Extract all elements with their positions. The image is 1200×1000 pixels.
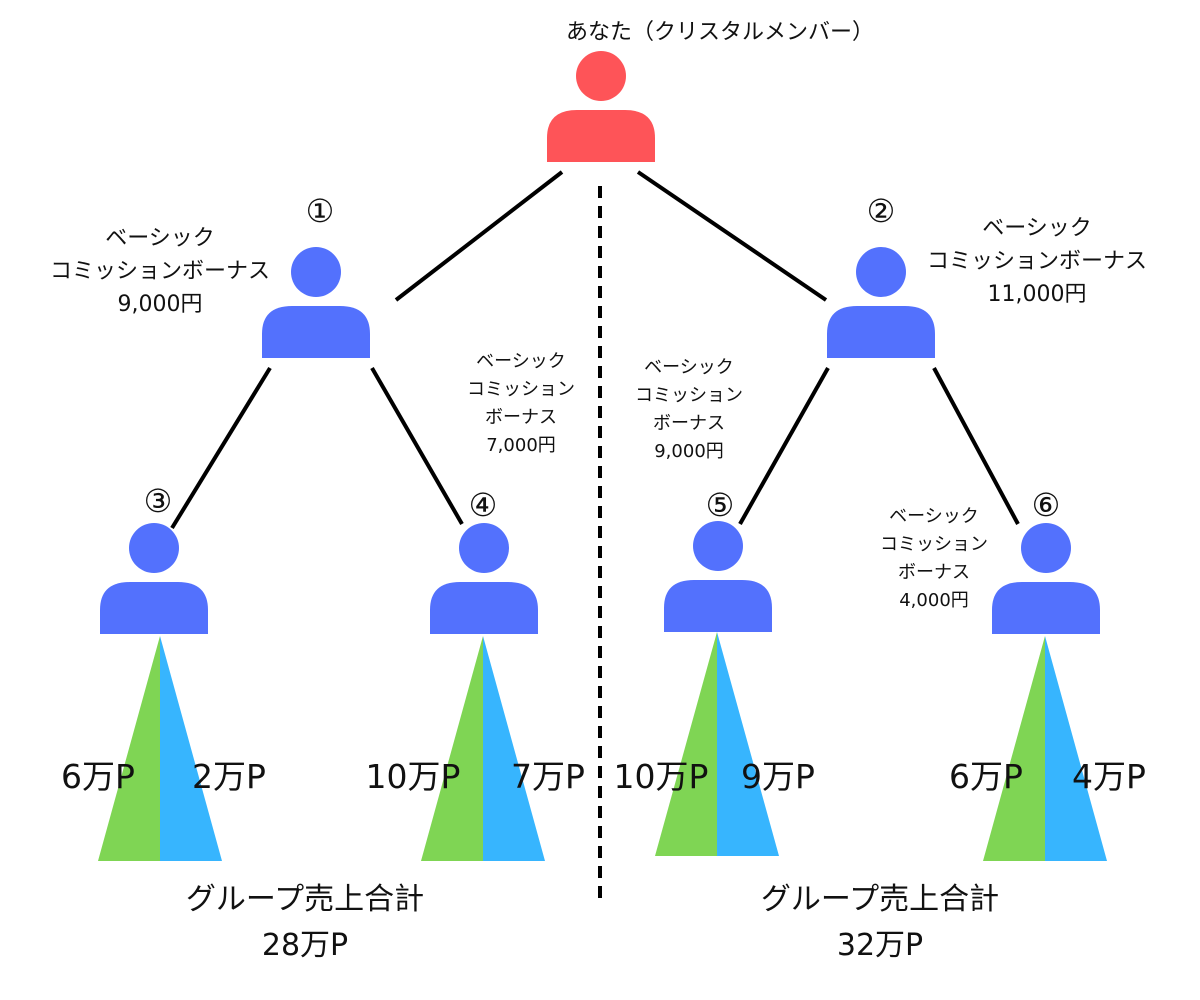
volume-6-right: 4万P — [1072, 757, 1146, 796]
member-4-person-icon — [430, 523, 538, 634]
person-head — [576, 51, 626, 101]
group-total-right-value: 32万P — [836, 928, 924, 963]
volume-left-half — [421, 636, 483, 861]
member-1-bonus-amount: 9,000円 — [117, 292, 203, 317]
member-6-person-icon — [992, 523, 1100, 634]
member-5-bonus-line: コミッション — [635, 385, 743, 406]
member-6-bonus-line: ベーシック — [889, 506, 979, 527]
person-body — [827, 306, 935, 358]
member-3-person-icon — [100, 523, 208, 634]
member-1-person-icon — [262, 247, 370, 358]
member-2-number: ② — [866, 192, 896, 230]
member-1-bonus-line: ベーシック — [105, 226, 215, 251]
volume-6-left: 6万P — [949, 757, 1023, 796]
volume-triangle-6 — [983, 636, 1107, 861]
member-5-bonus-amount: 9,000円 — [654, 441, 724, 462]
volume-left-half — [98, 636, 160, 861]
person-body — [262, 306, 370, 358]
member-6-number: ⑥ — [1031, 486, 1061, 524]
member-2-bonus-amount: 11,000円 — [987, 282, 1087, 307]
member-4-bonus-amount: 7,000円 — [486, 435, 556, 456]
volume-5-right: 9万P — [741, 757, 815, 796]
volume-triangle-5 — [655, 632, 779, 856]
connector-top-to-2 — [636, 170, 828, 302]
connector-2-to-5 — [738, 367, 830, 525]
volume-triangle-4 — [421, 636, 545, 861]
member-1-bonus-line: コミッションボーナス — [49, 259, 271, 284]
connector-top-to-1 — [394, 170, 564, 302]
connector-1-to-3 — [170, 366, 272, 530]
member-5-bonus-line: ベーシック — [644, 357, 734, 378]
volume-right-half — [160, 636, 222, 861]
connector-2-to-6 — [932, 367, 1020, 525]
member-5-person-icon — [664, 521, 772, 632]
person-head — [856, 247, 906, 297]
member-2-bonus-line: コミッションボーナス — [926, 249, 1148, 274]
volume-right-half — [717, 632, 779, 856]
group-total-left: グループ売上合計 28万P — [186, 877, 424, 969]
volume-4-right: 7万P — [511, 757, 585, 796]
group-total-left-value: 28万P — [261, 928, 349, 963]
member-4-bonus-line: ベーシック — [476, 351, 566, 372]
member-4-bonus-line: コミッション — [467, 379, 575, 400]
member-4-bonus-line: ボーナス — [485, 407, 557, 428]
person-body — [100, 582, 208, 634]
member-2-bonus: ベーシック コミッションボーナス 11,000円 — [927, 212, 1147, 311]
member-5-bonus-line: ボーナス — [653, 413, 725, 434]
person-head — [129, 523, 179, 573]
person-head — [291, 247, 341, 297]
person-body — [547, 110, 655, 162]
member-2-person-icon — [827, 247, 935, 358]
member-1-number: ① — [305, 192, 335, 230]
member-6-bonus: ベーシック コミッション ボーナス 4,000円 — [880, 503, 988, 615]
you-person-icon — [547, 51, 655, 162]
member-5-bonus: ベーシック コミッション ボーナス 9,000円 — [635, 354, 743, 466]
member-4-number: ④ — [468, 486, 498, 524]
member-6-bonus-line: コミッション — [880, 534, 988, 555]
person-head — [459, 523, 509, 573]
person-body — [992, 582, 1100, 634]
person-body — [664, 580, 772, 632]
member-2-bonus-line: ベーシック — [982, 216, 1092, 241]
member-5-number: ⑤ — [705, 486, 735, 524]
member-4-bonus: ベーシック コミッション ボーナス 7,000円 — [467, 348, 575, 460]
person-head — [693, 521, 743, 571]
you-label: あなた（クリスタルメンバー） — [565, 20, 875, 45]
group-total-left-title: グループ売上合計 — [185, 882, 425, 917]
member-3-number: ③ — [143, 482, 173, 520]
member-6-bonus-amount: 4,000円 — [899, 590, 969, 611]
person-body — [430, 582, 538, 634]
group-total-right-title: グループ売上合計 — [760, 882, 1000, 917]
person-head — [1021, 523, 1071, 573]
group-total-right: グループ売上合計 32万P — [761, 877, 999, 969]
volume-left-half — [983, 636, 1045, 861]
member-1-bonus: ベーシック コミッションボーナス 9,000円 — [50, 222, 270, 321]
member-6-bonus-line: ボーナス — [898, 562, 970, 583]
volume-right-half — [483, 636, 545, 861]
volume-3-right: 2万P — [192, 757, 266, 796]
volume-4-left: 10万P — [365, 757, 461, 796]
volume-left-half — [655, 632, 717, 856]
volume-triangle-3 — [98, 636, 222, 861]
volume-5-left: 10万P — [613, 757, 709, 796]
connector-1-to-4 — [370, 367, 464, 525]
volume-right-half — [1045, 636, 1107, 861]
volume-3-left: 6万P — [61, 757, 135, 796]
